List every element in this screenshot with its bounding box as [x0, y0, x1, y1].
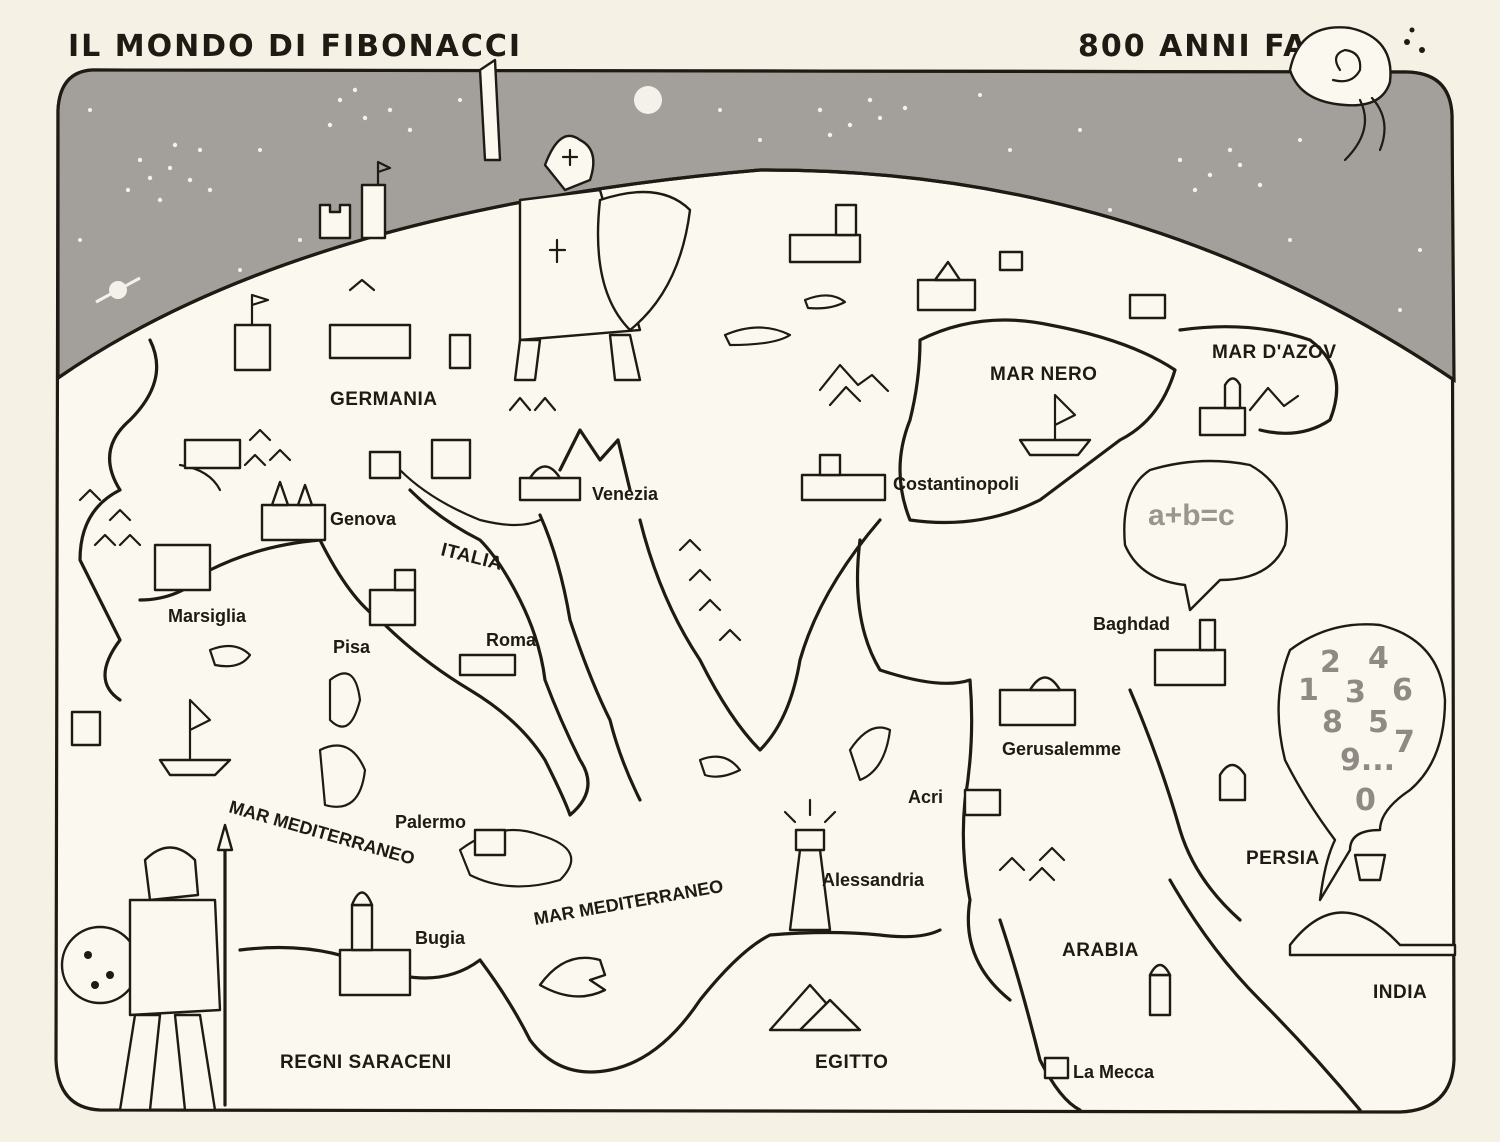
gerusalemme-marker — [998, 676, 1077, 727]
pisa-marker — [368, 568, 417, 627]
label-arabia: ARABIA — [1062, 940, 1139, 961]
label-mar-nero: MAR NERO — [990, 364, 1097, 385]
numeral-4: 4 — [1368, 641, 1389, 676]
hut-icon — [998, 250, 1024, 272]
castle-icons — [70, 160, 1167, 747]
castle-icon — [368, 438, 472, 480]
city-markers — [153, 377, 1457, 1080]
baghdad-marker — [1153, 618, 1227, 687]
label-mar-azov: MAR D'AZOV — [1212, 342, 1337, 363]
formula-text: a+b=c — [1148, 499, 1235, 532]
castle-icon — [233, 293, 272, 372]
palermo-marker — [473, 828, 507, 857]
acri-marker — [963, 788, 1002, 817]
map-subtitle: 800 ANNI FA — [1078, 29, 1308, 64]
label-marsiglia: Marsiglia — [168, 606, 247, 626]
label-venezia: Venezia — [592, 484, 659, 504]
arabia-tower-icon — [1148, 963, 1172, 1017]
label-acri: Acri — [908, 787, 943, 807]
label-palermo: Palermo — [395, 812, 466, 832]
numeral-3: 3 — [1345, 675, 1366, 710]
india-stupa-icon — [1288, 853, 1457, 957]
map-title: IL MONDO DI FIBONACCI — [68, 29, 522, 64]
pyramids-icon — [768, 983, 862, 1032]
numeral-5: 5 — [1368, 705, 1389, 740]
numeral-2: 2 — [1320, 645, 1341, 680]
snail-creature-icon — [1288, 26, 1425, 162]
label-gerusalemme: Gerusalemme — [1002, 739, 1121, 759]
ship-icon — [1018, 393, 1092, 457]
label-bugia: Bugia — [415, 928, 466, 948]
castle-icon — [318, 160, 392, 240]
costantinopoli-marker — [800, 453, 887, 502]
mountain-marks — [78, 278, 1300, 882]
formula-thought-bubble: a+b=c — [1123, 459, 1289, 612]
label-persia: PERSIA — [1246, 848, 1320, 869]
label-alessandria: Alessandria — [822, 870, 925, 890]
numeral-1: 1 — [1298, 673, 1319, 708]
ship-icon — [158, 698, 232, 777]
label-roma: Roma — [486, 630, 537, 650]
city-labels: Venezia Genova Marsiglia Pisa Roma Paler… — [168, 474, 1170, 1082]
label-germania: GERMANIA — [330, 389, 437, 410]
castle-icon — [448, 333, 472, 370]
castle-icon — [70, 710, 102, 747]
castle-icon — [328, 323, 412, 360]
bugia-marker — [338, 891, 412, 997]
marsiglia-marker — [153, 543, 212, 592]
crusader-knight-icon — [478, 58, 692, 382]
label-india: INDIA — [1373, 982, 1427, 1003]
mecca-marker — [1043, 1056, 1070, 1080]
numeral-6: 6 — [1392, 673, 1413, 708]
numeral-8: 8 — [1322, 705, 1343, 740]
planet-icon — [95, 276, 141, 304]
label-baghdad: Baghdad — [1093, 614, 1170, 634]
spiral-galaxy-icon — [125, 87, 1263, 203]
full-moon-icon — [634, 86, 662, 114]
castle-icon — [183, 438, 242, 470]
mar-azov-tower-icon — [1198, 377, 1247, 437]
genova-marker — [260, 480, 327, 542]
stars — [78, 93, 1422, 312]
castle-icon — [788, 203, 862, 264]
venezia-marker — [518, 428, 632, 502]
fish-monster-icon — [538, 956, 607, 998]
label-pisa: Pisa — [333, 637, 371, 657]
label-egitto: EGITTO — [815, 1052, 888, 1073]
label-costantinopoli: Costantinopoli — [893, 474, 1019, 494]
numeral-9: 9... — [1340, 743, 1395, 778]
numeral-0: 0 — [1355, 783, 1376, 818]
label-regni-saraceni: REGNI SARACENI — [280, 1052, 452, 1073]
persia-dome-icon — [1218, 763, 1247, 802]
label-la-mecca: La Mecca — [1073, 1062, 1155, 1082]
castle-icon — [1128, 293, 1167, 320]
map-frame — [54, 68, 1456, 1114]
saracen-warrior-icon — [60, 823, 234, 1112]
alessandria-lighthouse-icon — [783, 798, 837, 932]
roma-marker — [458, 653, 517, 677]
numerals-thought-bubble: 1 2 3 4 5 6 7 8 9... 0 — [1277, 623, 1447, 902]
sky-decorations — [78, 86, 1422, 312]
label-genova: Genova — [330, 509, 397, 529]
castle-icon — [916, 260, 977, 312]
numeral-7: 7 — [1394, 725, 1415, 760]
